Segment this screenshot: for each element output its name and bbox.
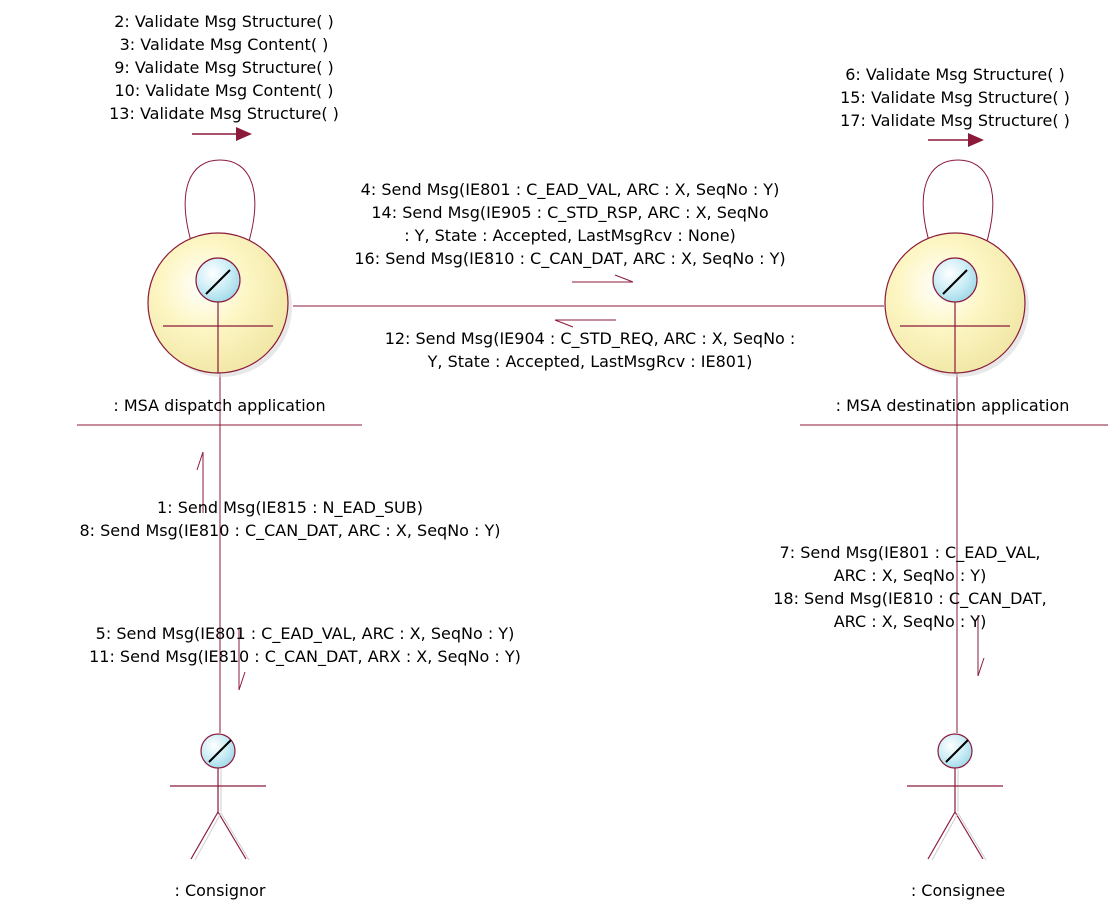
message-label: 5: Send Msg(IE801 : C_EAD_VAL, ARC : X, … bbox=[95, 624, 515, 643]
to-destination-messages: 4: Send Msg(IE801 : C_EAD_VAL, ARC : X, … bbox=[260, 178, 880, 270]
message-label: 1: Send Msg(IE815 : N_EAD_SUB) bbox=[157, 498, 423, 517]
arrow-to-consignee bbox=[977, 615, 985, 677]
message-label: 7: Send Msg(IE801 : C_EAD_VAL, bbox=[779, 543, 1041, 562]
to-dispatch-messages: 12: Send Msg(IE904 : C_STD_REQ, ARC : X,… bbox=[300, 327, 880, 373]
dispatch-object-label: : MSA dispatch application bbox=[113, 396, 326, 415]
arrow-from-consignor bbox=[196, 451, 204, 513]
message-label: 4: Send Msg(IE801 : C_EAD_VAL, ARC : X, … bbox=[360, 180, 780, 199]
message-label: Y, State : Accepted, LastMsgRcv : IE801) bbox=[427, 352, 753, 371]
arrow-to-dispatch bbox=[554, 319, 616, 328]
to-consignor-messages: 5: Send Msg(IE801 : C_EAD_VAL, ARC : X, … bbox=[10, 622, 600, 668]
message-label: 14: Send Msg(IE905 : C_STD_RSP, ARC : X,… bbox=[371, 203, 769, 222]
message-label: 10: Validate Msg Content( ) bbox=[114, 81, 334, 100]
message-label: 13: Validate Msg Structure( ) bbox=[109, 104, 339, 123]
message-label: 6: Validate Msg Structure( ) bbox=[845, 65, 1065, 84]
consignor-actor-label: : Consignor bbox=[174, 881, 266, 900]
consignee-actor-label: : Consignee bbox=[910, 881, 1006, 900]
message-label: 12: Send Msg(IE904 : C_STD_REQ, ARC : X,… bbox=[384, 329, 796, 348]
arrow-dispatch-self bbox=[192, 127, 252, 141]
to-consignee-messages: 7: Send Msg(IE801 : C_EAD_VAL, ARC : X, … bbox=[720, 541, 1100, 633]
arrow-to-destination bbox=[572, 274, 634, 283]
destination-self-messages: 6: Validate Msg Structure( ) 15: Validat… bbox=[800, 63, 1110, 132]
message-label: 16: Send Msg(IE810 : C_CAN_DAT, ARC : X,… bbox=[354, 249, 786, 268]
actor-icon[interactable] bbox=[907, 733, 1003, 861]
message-label: 15: Validate Msg Structure( ) bbox=[840, 88, 1070, 107]
dispatch-self-messages: 2: Validate Msg Structure( ) 3: Validate… bbox=[84, 10, 364, 125]
message-label: 11: Send Msg(IE810 : C_CAN_DAT, ARX : X,… bbox=[89, 647, 521, 666]
boundary-object-icon[interactable] bbox=[147, 232, 292, 377]
message-label: 9: Validate Msg Structure( ) bbox=[114, 58, 334, 77]
self-loop-dispatch bbox=[184, 159, 256, 249]
arrow-to-consignor bbox=[238, 628, 246, 691]
arrow-destination-self bbox=[928, 133, 984, 147]
boundary-object-icon[interactable] bbox=[884, 232, 1029, 377]
message-label: ARC : X, SeqNo : Y) bbox=[833, 566, 987, 585]
message-label: 18: Send Msg(IE810 : C_CAN_DAT, bbox=[773, 589, 1047, 608]
message-label: : Y, State : Accepted, LastMsgRcv : None… bbox=[404, 226, 736, 245]
destination-object-label: : MSA destination application bbox=[835, 396, 1070, 415]
message-label: 3: Validate Msg Content( ) bbox=[119, 35, 329, 54]
message-label: ARC : X, SeqNo : Y) bbox=[833, 612, 987, 631]
message-label: 8: Send Msg(IE810 : C_CAN_DAT, ARC : X, … bbox=[79, 521, 501, 540]
message-label: 2: Validate Msg Structure( ) bbox=[114, 12, 334, 31]
self-loop-destination bbox=[922, 159, 994, 249]
actor-icon[interactable] bbox=[170, 733, 266, 861]
message-label: 17: Validate Msg Structure( ) bbox=[840, 111, 1070, 130]
from-consignor-messages: 1: Send Msg(IE815 : N_EAD_SUB) 8: Send M… bbox=[0, 496, 580, 542]
